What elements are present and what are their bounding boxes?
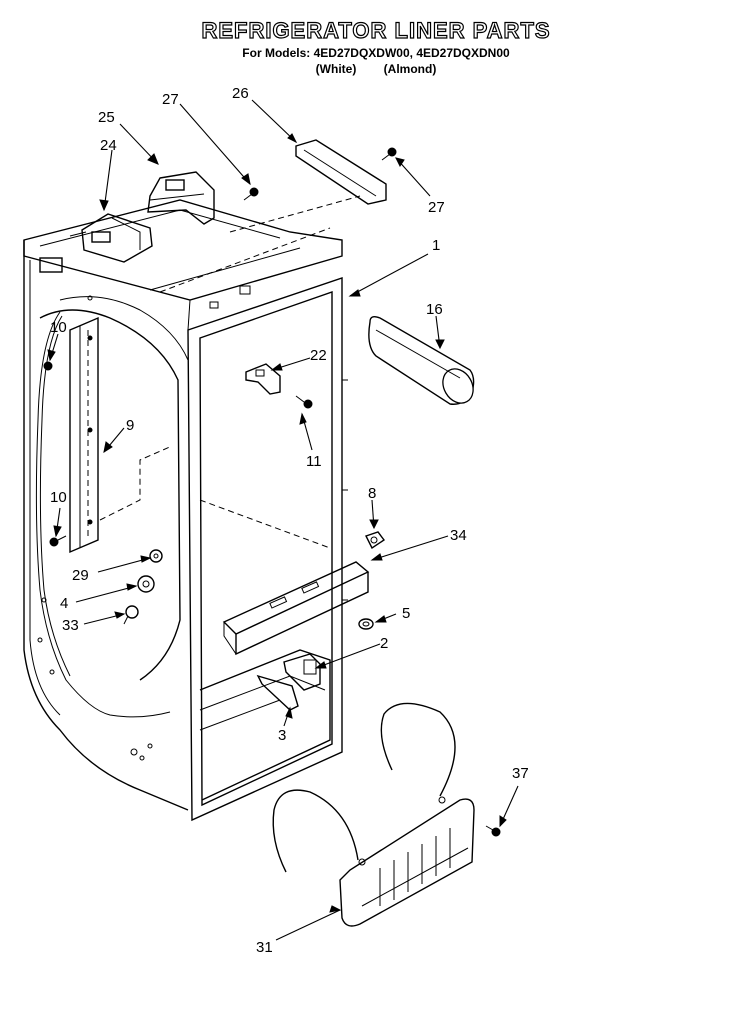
screw-10-top xyxy=(43,361,53,371)
callout-37: 37 xyxy=(512,765,529,782)
callout-3: 3 xyxy=(278,727,286,744)
callout-9: 9 xyxy=(126,417,134,434)
model-numbers: For Models: 4ED27DQXDW00, 4ED27DQXDN00 xyxy=(242,46,510,60)
mounting-bracket xyxy=(147,171,215,225)
callout-24: 24 xyxy=(100,137,117,154)
callout-4: 4 xyxy=(60,595,68,612)
callout-11: 11 xyxy=(306,453,322,470)
nut-5 xyxy=(358,618,374,630)
brackets-2-3 xyxy=(256,653,321,711)
callout-10-top: 10 xyxy=(50,319,67,336)
callout-10-bottom: 10 xyxy=(50,489,67,506)
crisper-cover-31 xyxy=(272,702,475,927)
screw-10-bottom xyxy=(49,535,67,547)
color-variants: (White) (Almond) xyxy=(0,62,752,76)
leader-lines xyxy=(47,99,519,941)
callout-34: 34 xyxy=(450,527,467,544)
shelf-support-34 xyxy=(222,561,370,656)
callout-22: 22 xyxy=(310,347,327,364)
color-almond-label: (Almond) xyxy=(383,62,437,76)
callout-5: 5 xyxy=(402,605,410,622)
callout-26: 26 xyxy=(232,85,249,102)
clip-8 xyxy=(365,531,386,550)
screw-37 xyxy=(485,825,501,837)
color-white-label: (White) xyxy=(315,62,357,76)
callout-25: 25 xyxy=(98,109,115,126)
callout-8: 8 xyxy=(368,485,376,502)
callout-16: 16 xyxy=(426,301,443,318)
control-housing xyxy=(69,213,153,263)
screw-27-right xyxy=(381,147,397,161)
callout-33: 33 xyxy=(62,617,79,634)
screw-27-left xyxy=(243,187,259,201)
callout-1: 1 xyxy=(432,237,440,254)
callout-31: 31 xyxy=(256,939,273,956)
thermostat-knobs xyxy=(123,549,163,625)
crisper-cover-tube xyxy=(368,315,475,405)
top-rail xyxy=(229,139,387,233)
vertical-rail xyxy=(69,316,173,554)
screw-11 xyxy=(295,395,313,409)
screw-fasteners xyxy=(43,147,501,837)
callout-labels: 25 27 26 24 27 1 16 10 22 9 11 10 8 34 2… xyxy=(50,85,529,956)
callout-2: 2 xyxy=(380,635,388,652)
diagram-title: REFRIGERATOR LINER PARTS xyxy=(201,17,551,43)
callout-27-left: 27 xyxy=(162,91,179,108)
liner-cabinet xyxy=(23,199,348,822)
callout-27-right: 27 xyxy=(428,199,445,216)
small-bracket-22 xyxy=(245,363,281,395)
callout-29: 29 xyxy=(72,567,89,584)
